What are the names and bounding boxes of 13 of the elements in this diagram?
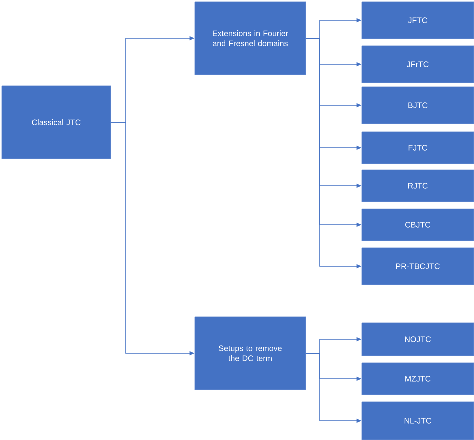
- process-box: RJTC: [362, 170, 474, 202]
- process-box: Extensions in Fourier and Fresnel domains: [194, 2, 306, 76]
- process-box: NOJTC: [362, 322, 474, 356]
- process-box: BJTC: [362, 86, 474, 124]
- process-box: MZJTC: [362, 362, 474, 396]
- process-box: PR-TBCJTC: [362, 248, 474, 286]
- process-box: Setups to remove the DC term: [194, 316, 306, 390]
- process-box: Classical JTC: [2, 86, 112, 160]
- process-box: CBJTC: [362, 208, 474, 242]
- process-box: NL-JTC: [362, 402, 474, 440]
- process-box: FJTC: [362, 132, 474, 164]
- process-box: JFTC: [362, 2, 474, 40]
- process-box: JFrTC: [362, 46, 474, 84]
